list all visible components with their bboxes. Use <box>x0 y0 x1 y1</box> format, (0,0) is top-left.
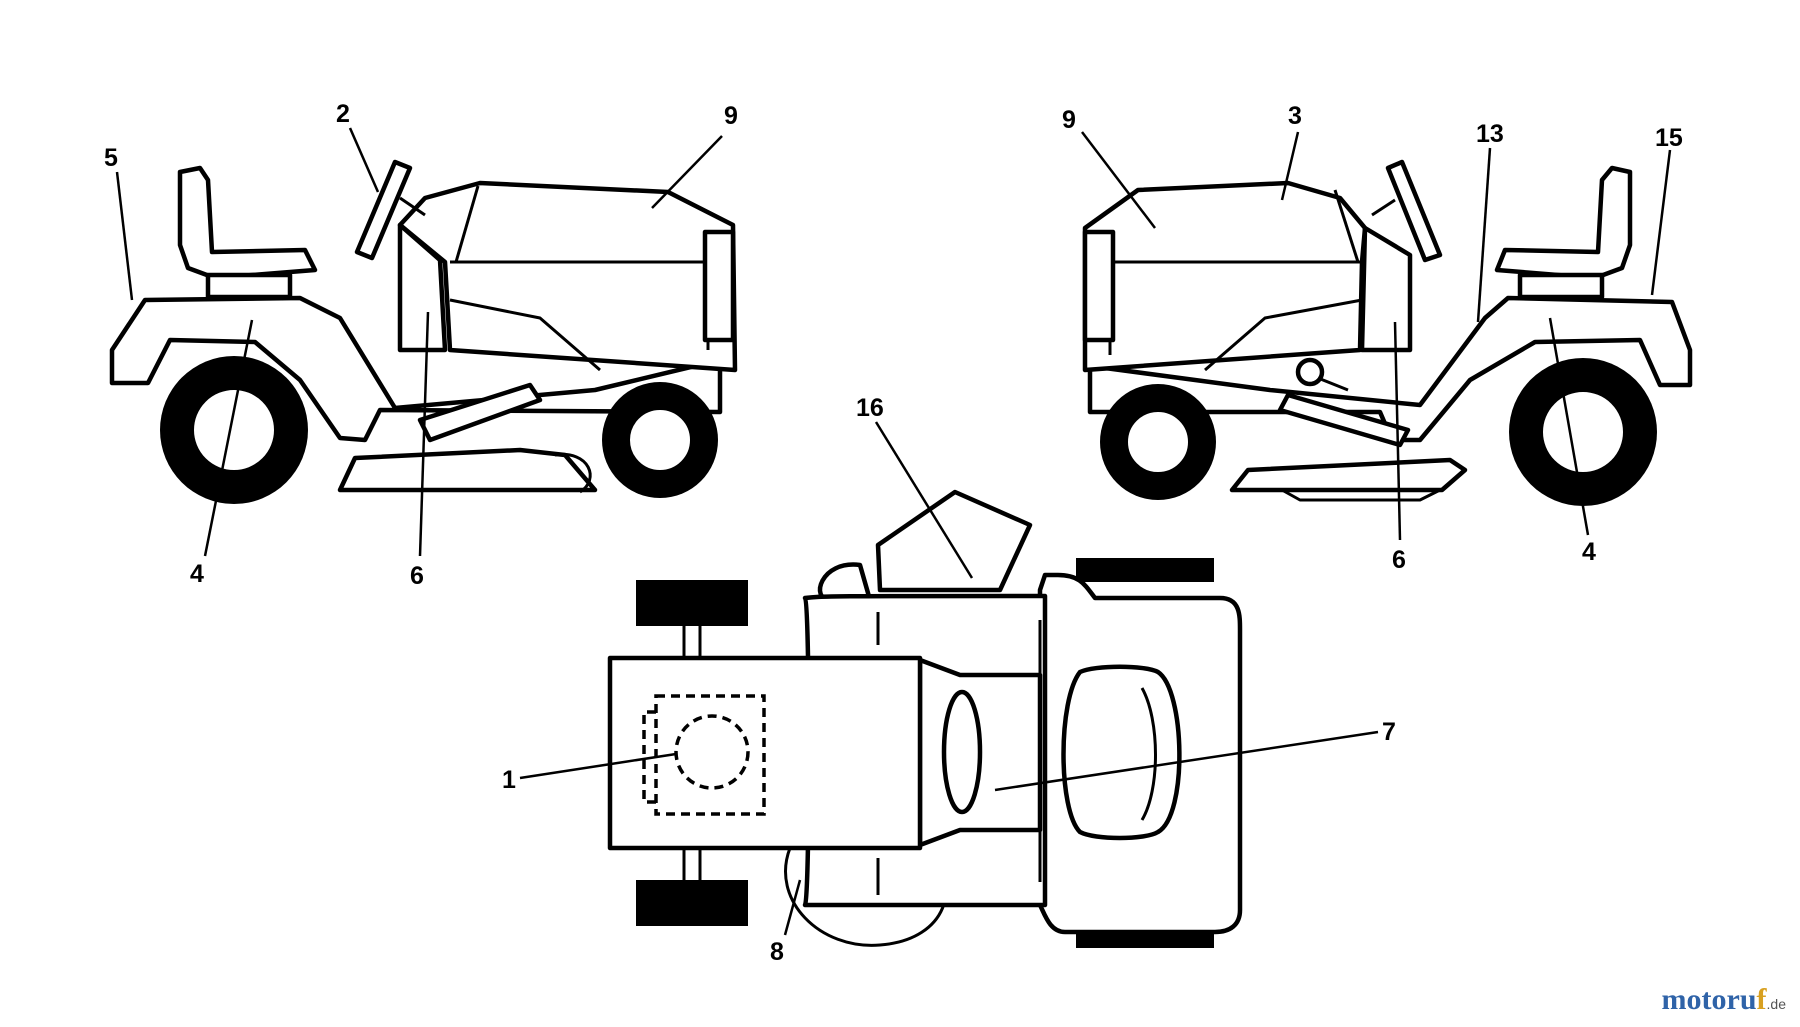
callout-right-3: 3 <box>1288 102 1302 130</box>
watermark-main: motoru <box>1661 983 1757 1016</box>
callout-top-8: 8 <box>770 938 784 966</box>
watermark-tld: .de <box>1766 996 1786 1012</box>
tractor-top-view <box>519 421 1379 948</box>
callout-right-13: 13 <box>1476 120 1504 148</box>
callout-left-5: 5 <box>104 144 118 172</box>
callout-top-16: 16 <box>856 394 884 422</box>
callout-top-7: 7 <box>1382 718 1396 746</box>
callout-left-2: 2 <box>336 100 350 128</box>
tractor-left-side-view <box>109 127 738 557</box>
callout-left-6: 6 <box>410 562 424 590</box>
callout-right-4: 4 <box>1582 538 1596 566</box>
tractor-right-side-view <box>1081 131 1693 541</box>
watermark-logo: motoruf.de <box>1662 983 1786 1017</box>
watermark-accent: f <box>1756 983 1767 1016</box>
callout-top-1: 1 <box>502 766 516 794</box>
callout-left-9: 9 <box>724 102 738 130</box>
callout-right-9: 9 <box>1062 106 1076 134</box>
callout-left-4: 4 <box>190 560 204 588</box>
callout-right-6: 6 <box>1392 546 1406 574</box>
callout-right-15: 15 <box>1655 124 1683 152</box>
